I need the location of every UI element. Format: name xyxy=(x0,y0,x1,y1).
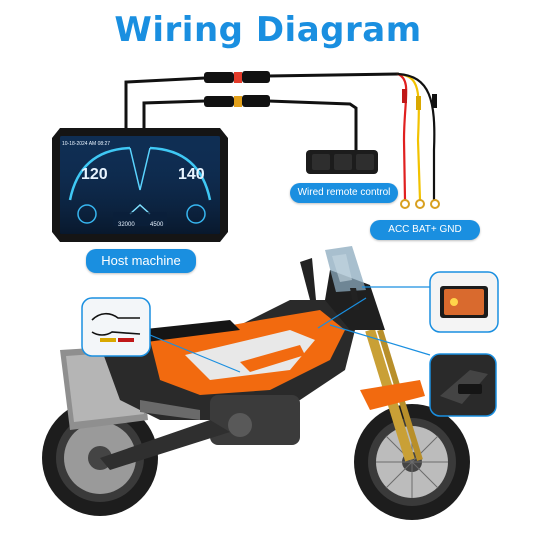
screen-speed-left: 120 xyxy=(81,166,108,183)
ring-terminals xyxy=(400,199,440,209)
inset-handlebar-remote xyxy=(429,353,497,417)
host-machine-device xyxy=(52,128,228,242)
wired-remote-control xyxy=(306,150,378,174)
callout-lines xyxy=(149,286,431,373)
main-cable-upper-right xyxy=(266,72,400,78)
diagram-title: Wiring Diagram xyxy=(114,10,422,50)
wired-remote-label: Wired remote control xyxy=(290,183,398,203)
lower-connector xyxy=(204,95,270,107)
upper-connector xyxy=(204,71,270,83)
screen-odometer-right: 4500 xyxy=(150,222,164,228)
screen-speed-right: 140 xyxy=(178,166,205,183)
power-wire-gnd xyxy=(396,72,436,202)
main-cable-lower xyxy=(142,99,207,130)
power-wire-segments xyxy=(402,89,437,110)
screen-odometer-left: 32000 xyxy=(118,222,135,228)
remote-cable xyxy=(266,99,358,152)
power-wires-label: ACC BAT+ GND xyxy=(370,220,480,240)
main-cable-upper xyxy=(124,76,207,130)
inset-wiring-harness xyxy=(81,297,151,357)
screen-datetime: 10-18-2024 AM 08:27 xyxy=(62,141,111,147)
inset-mounted-screen xyxy=(429,271,499,333)
host-machine-label: Host machine xyxy=(86,249,196,273)
power-wire-acc xyxy=(396,72,422,202)
motorcycle-illustration xyxy=(42,246,470,520)
